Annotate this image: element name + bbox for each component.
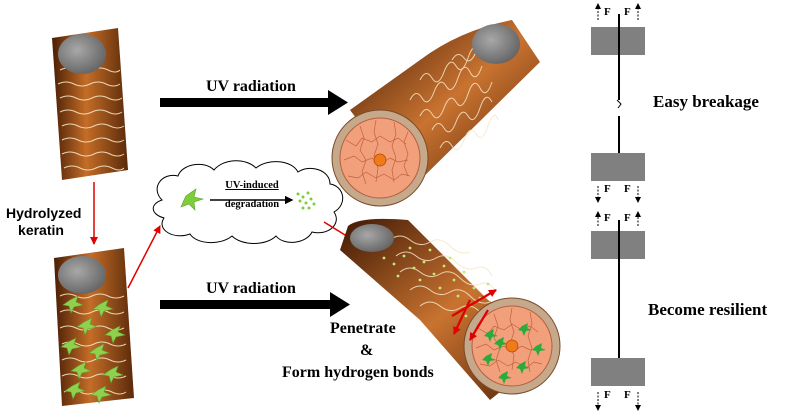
hydrolyzed-label: Hydrolyzed keratin	[6, 205, 82, 239]
form-bonds-label: Form hydrogen bonds	[282, 364, 434, 381]
clamp-bottom	[591, 153, 645, 181]
uv-label-top: UV radiation	[206, 78, 296, 95]
ampersand-label: &	[360, 342, 374, 359]
keratin-fragments	[60, 295, 126, 404]
force-label: F	[604, 183, 611, 195]
cloud-line1: UV-induced	[225, 180, 279, 191]
cross-section-stone	[58, 256, 106, 294]
top-fiber	[331, 20, 540, 207]
hydrolyzed-line1: Hydrolyzed	[6, 205, 82, 221]
cross-section-stone	[350, 224, 394, 252]
left-top-hair	[52, 28, 128, 180]
fragment-dots	[296, 191, 316, 210]
uv-arrow-bottom	[160, 292, 350, 317]
left-bottom-hair	[54, 248, 134, 406]
medulla	[505, 339, 519, 353]
uv-label-bottom: UV radiation	[206, 280, 296, 297]
tensile-test-damaged	[591, 3, 645, 203]
easy-breakage-label: Easy breakage	[653, 92, 759, 111]
cross-section-stone	[472, 24, 520, 64]
force-label: F	[604, 389, 611, 401]
force-label: F	[624, 212, 631, 224]
penetration-arrow	[453, 299, 471, 335]
penetration-arrow	[451, 289, 497, 317]
penetrate-label: Penetrate	[330, 320, 396, 337]
degradation-cloud	[152, 160, 344, 244]
clamp-bottom	[591, 358, 645, 386]
force-label: F	[624, 183, 631, 195]
force-label: F	[624, 6, 631, 18]
cloud-line2: degradation	[224, 199, 280, 210]
become-resilient-label: Become resilient	[648, 300, 768, 319]
keratin-star-icon	[180, 188, 205, 211]
penetration-arrow	[469, 309, 489, 341]
red-arrow-to-cloud	[127, 225, 161, 289]
tensile-test-resilient	[591, 211, 645, 411]
cloud-label: UV-induced degradation	[216, 179, 288, 211]
bottom-fiber	[340, 218, 561, 400]
cross-section-stone	[58, 34, 106, 74]
force-label: F	[624, 389, 631, 401]
uv-arrow-top	[160, 90, 348, 115]
bound-keratin	[482, 323, 546, 384]
force-label: F	[604, 6, 611, 18]
force-label: F	[604, 212, 611, 224]
medulla	[373, 153, 387, 167]
hydrolyzed-line2: keratin	[18, 222, 64, 238]
